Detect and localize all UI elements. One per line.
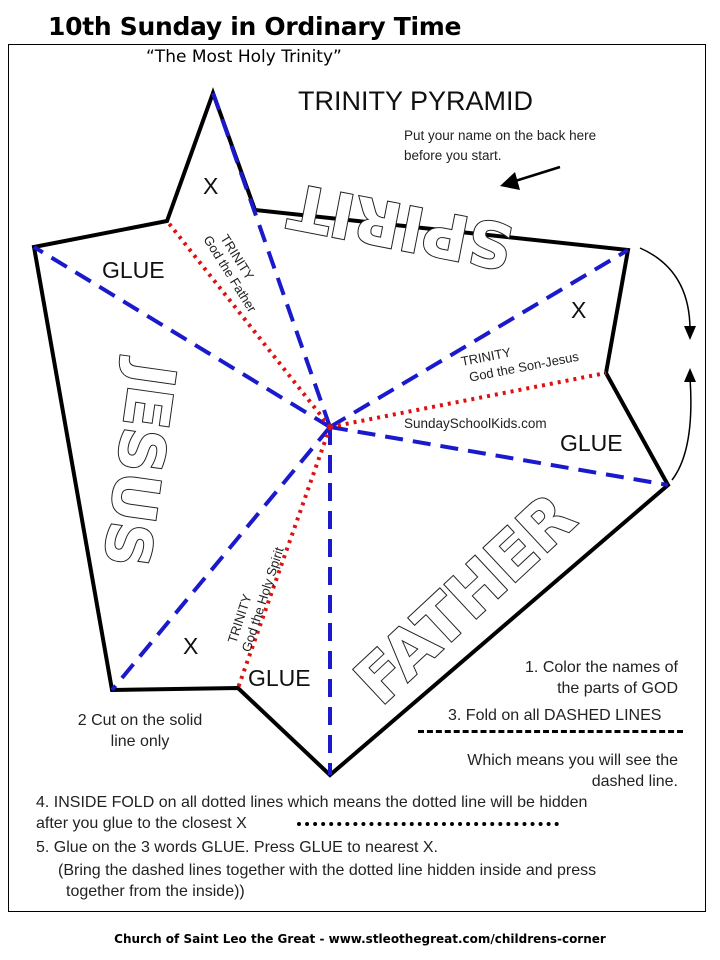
dotted-line-sample	[297, 822, 559, 826]
glue-label: GLUE	[102, 257, 165, 283]
instruction-bring: (Bring the dashed lines together with th…	[58, 862, 597, 900]
page-title: 10th Sunday in Ordinary Time	[48, 12, 462, 41]
site-label: SundaySchoolKids.com	[404, 416, 547, 431]
curved-arrow-icon	[639, 247, 691, 331]
instruction-dashed-meaning: Which means you will see the dashed line…	[467, 752, 678, 790]
dashed-fold-line	[32, 245, 332, 429]
dashed-line-sample	[418, 730, 683, 733]
instruction-step1: 1. Color the names of the parts of GOD	[525, 659, 678, 697]
dotted-fold-line	[165, 219, 332, 429]
pointer-arrow-icon	[511, 165, 561, 184]
dashed-fold-line	[110, 425, 332, 692]
dashed-fold-line	[329, 425, 669, 487]
instruction-step3: 3. Fold on all DASHED LINES	[448, 707, 662, 724]
x-mark: X	[183, 633, 198, 659]
page-subtitle: “The Most Holy Trinity”	[146, 47, 342, 67]
word-spirit: SPIRIT	[283, 169, 519, 284]
word-jesus: JESUS	[89, 354, 190, 571]
dashed-fold-line	[211, 92, 332, 428]
name-note: before you start.	[404, 148, 502, 163]
x-mark: X	[203, 173, 218, 199]
dotted-fold-line	[236, 426, 332, 689]
instruction-step5: 5. Glue on the 3 words GLUE. Press GLUE …	[36, 839, 438, 856]
arrowhead-icon	[684, 326, 696, 340]
arrowhead-icon	[684, 368, 696, 382]
glue-label: GLUE	[248, 665, 311, 691]
name-note: Put your name on the back here	[404, 128, 596, 143]
dotted-fold-line	[329, 371, 607, 429]
worksheet-frame	[8, 44, 706, 912]
instruction-step2: 2 Cut on the solid line only	[77, 712, 203, 750]
pyramid-heading: TRINITY PYRAMID	[298, 86, 533, 116]
footer-text: Church of Saint Leo the Great - www.stle…	[114, 932, 606, 946]
instruction-step4: 4. INSIDE FOLD on all dotted lines which…	[36, 794, 588, 832]
x-mark: X	[571, 297, 586, 323]
curved-arrow-icon	[671, 377, 692, 481]
glue-label: GLUE	[560, 430, 623, 456]
dashed-fold-line	[328, 248, 630, 429]
pointer-arrowhead-icon	[500, 172, 520, 190]
